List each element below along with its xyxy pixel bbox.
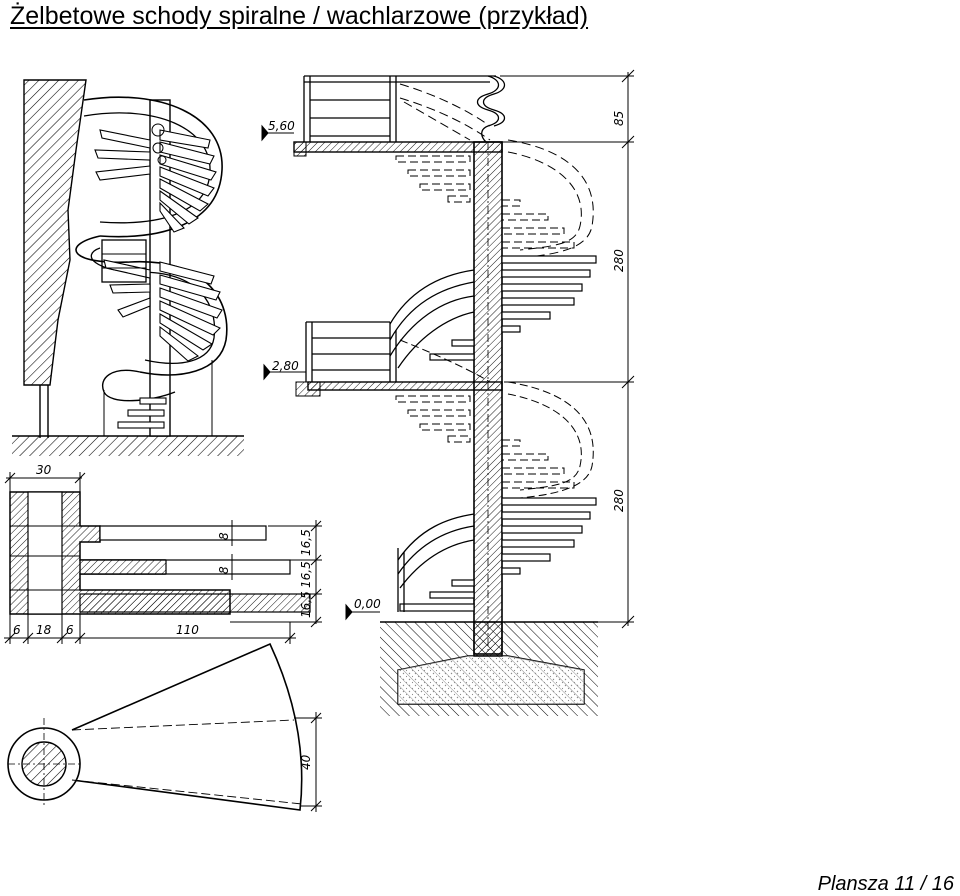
lower-right-treads — [399, 497, 597, 612]
upper-treads — [94, 129, 217, 233]
height-label-middle: 280 — [612, 249, 626, 272]
height-label-top: 85 — [612, 111, 626, 126]
page-footer: Plansza 11 / 16 — [817, 873, 954, 895]
perspective-view — [12, 79, 244, 456]
level-marker-top — [261, 124, 294, 142]
middle-railing — [305, 321, 397, 382]
middle-treads — [103, 259, 223, 362]
section-detail: 30 16,5 16,5 16,5 8 8 — [4, 463, 322, 644]
bottom-width-1: 6 — [13, 623, 21, 637]
plate-thickness-1: 8 — [217, 532, 231, 540]
elevation-view: 5,60 2,80 0,00 85 280 280 — [261, 69, 635, 716]
level-label-top: 5,60 — [268, 119, 295, 133]
bottom-width-3: 6 — [66, 623, 74, 637]
step-height-3: 16,5 — [299, 591, 313, 618]
step-height-2: 16,5 — [299, 561, 313, 588]
vertical-dimension — [500, 69, 635, 629]
plan-width-label: 40 — [299, 754, 313, 770]
upper-right-treads — [429, 255, 597, 361]
level-label-ground: 0,00 — [354, 597, 381, 611]
lower-treads — [117, 397, 167, 429]
section-top-width: 30 — [36, 463, 52, 477]
level-marker-ground — [345, 603, 380, 621]
bottom-width-4: 110 — [176, 623, 199, 637]
page-title: Żelbetowe schody spiralne / wachlarzowe … — [10, 2, 589, 30]
step-height-1: 16,5 — [299, 529, 313, 556]
top-railing — [303, 75, 506, 143]
level-label-middle: 2,80 — [272, 359, 299, 373]
plan-view: 40 — [7, 642, 322, 812]
bottom-width-2: 18 — [36, 623, 52, 637]
height-label-bottom: 280 — [612, 489, 626, 512]
level-marker-middle — [263, 363, 306, 381]
plate-thickness-2: 8 — [217, 566, 231, 574]
